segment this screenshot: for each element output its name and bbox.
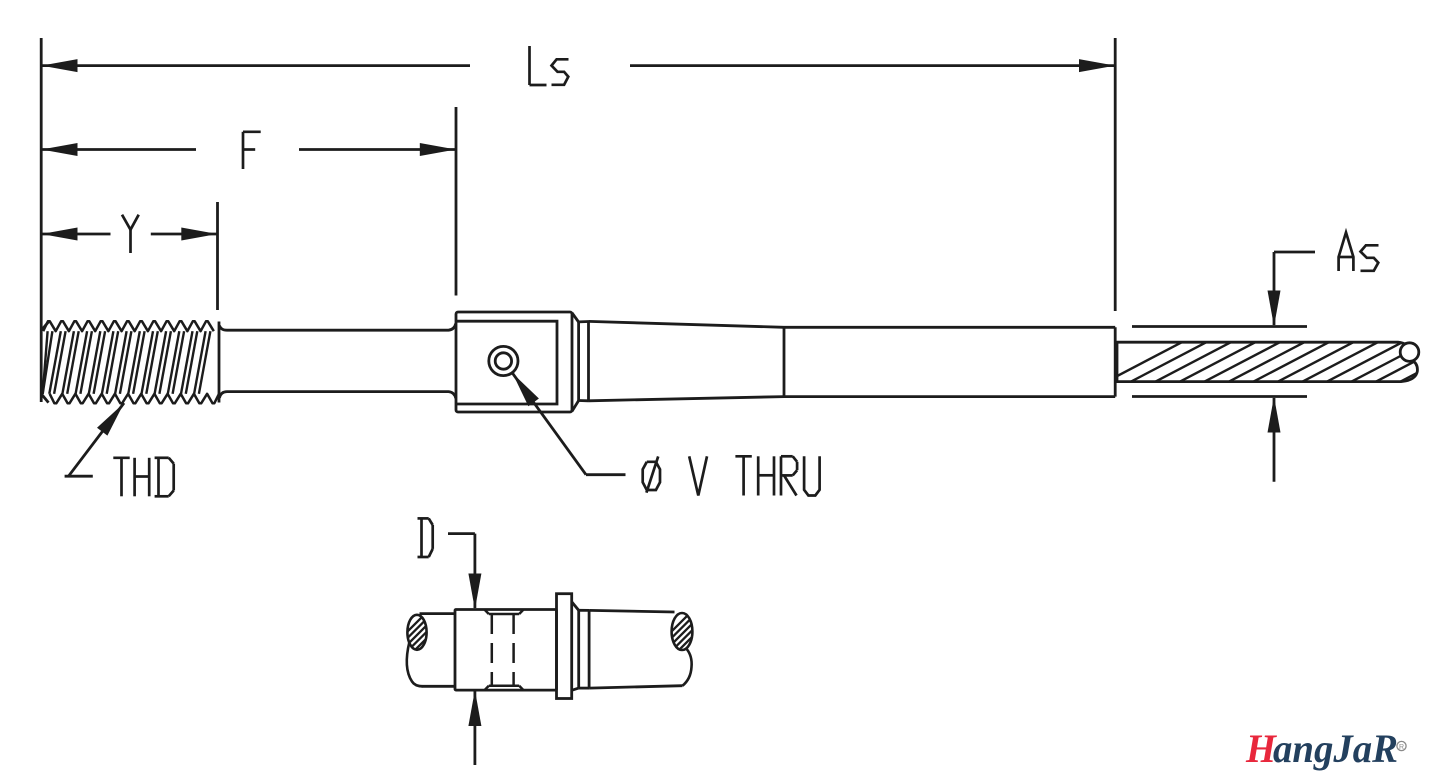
- svg-text:R: R: [1399, 744, 1404, 751]
- svg-text:angJaR: angJaR: [1273, 726, 1398, 771]
- svg-text:H: H: [1245, 726, 1278, 771]
